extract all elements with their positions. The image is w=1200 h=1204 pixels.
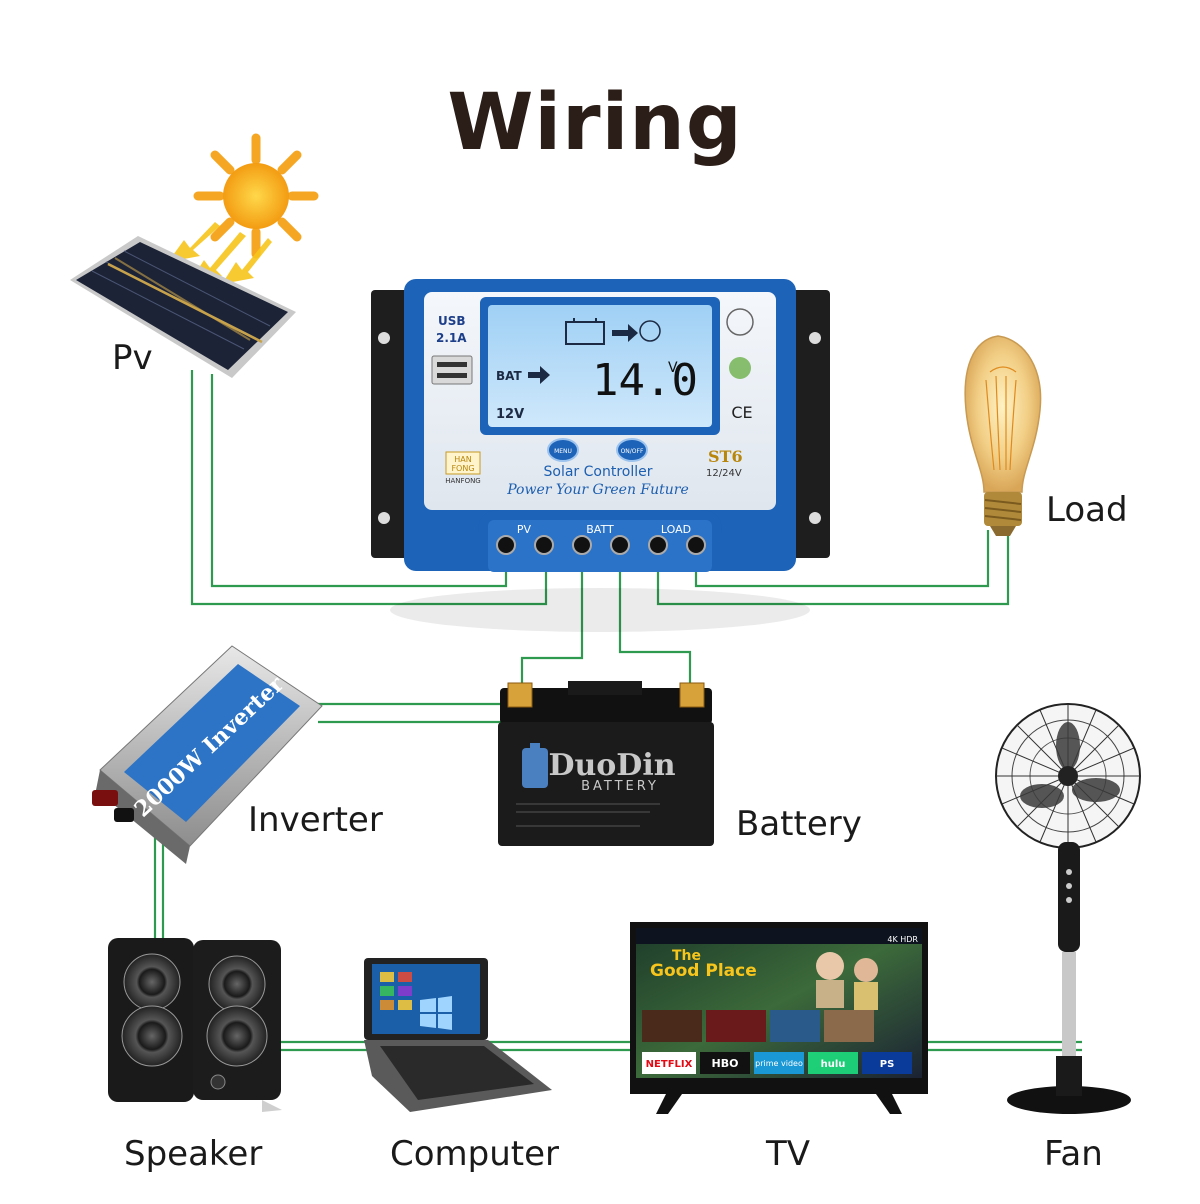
page-title: Wiring bbox=[447, 78, 743, 168]
usb-current-label: 2.1A bbox=[436, 331, 467, 345]
battery-brand: DuoDin bbox=[548, 748, 675, 783]
lcd-system-voltage: 12V bbox=[496, 407, 524, 422]
battery-sub: BATTERY bbox=[581, 779, 659, 794]
controller-slogan: Power Your Green Future bbox=[506, 482, 689, 498]
battery-icon bbox=[565, 318, 605, 345]
onoff-button-label: ON/OFF bbox=[621, 448, 644, 455]
tv-label: TV bbox=[766, 1134, 811, 1174]
lcd-voltage-reading: 14.0 bbox=[592, 355, 698, 406]
load-label: Load bbox=[1046, 490, 1128, 530]
controller-model-voltage: 12/24V bbox=[706, 468, 742, 479]
terminal-screws bbox=[496, 535, 706, 555]
tv-icon: The Good Place 4K HDR NETFLIX HBO prime … bbox=[630, 922, 928, 1114]
solar-panel-icon bbox=[70, 236, 296, 378]
terminal-pv-label: PV bbox=[517, 523, 532, 536]
ce-mark: CE bbox=[731, 403, 752, 422]
tv-badge: 4K HDR bbox=[887, 935, 918, 944]
onoff-button bbox=[616, 438, 648, 462]
usb-label: USB bbox=[438, 314, 466, 328]
inverter-icon: 2000W Inverter bbox=[92, 645, 323, 864]
battery-unit: DuoDin BATTERY bbox=[498, 681, 714, 846]
lcd-voltage-unit: V bbox=[668, 360, 678, 376]
brand-logo-line1: HAN bbox=[454, 455, 471, 464]
controller-name: Solar Controller bbox=[544, 464, 653, 480]
battery-label: Battery bbox=[736, 804, 862, 844]
speaker-icon bbox=[108, 938, 282, 1112]
lcd-bat-label: BAT bbox=[496, 369, 523, 383]
tv-app-ps: PS bbox=[880, 1059, 895, 1070]
usb-port-icon bbox=[431, 355, 473, 385]
terminal-batt-label: BATT bbox=[586, 523, 614, 536]
fan-label: Fan bbox=[1044, 1134, 1103, 1174]
tv-app-tiles bbox=[642, 1052, 912, 1074]
solar-controller: PV BATT LOAD USB 2.1A BAT 14.0 V 12V MEN… bbox=[371, 279, 830, 632]
tv-show-title-line1: The bbox=[672, 948, 701, 964]
speaker-label: Speaker bbox=[124, 1134, 263, 1174]
inverter-label: Inverter bbox=[248, 800, 383, 840]
laptop-icon bbox=[364, 958, 552, 1112]
tv-app-netflix: NETFLIX bbox=[646, 1059, 693, 1070]
tv-app-hbo: HBO bbox=[712, 1057, 739, 1070]
tv-app-prime: prime video bbox=[755, 1059, 803, 1068]
pv-label: Pv bbox=[112, 338, 153, 378]
tv-app-hulu: hulu bbox=[821, 1059, 846, 1070]
brand-name: HANFONG bbox=[445, 477, 481, 485]
computer-label: Computer bbox=[390, 1134, 560, 1174]
fan-icon bbox=[995, 703, 1141, 1114]
controller-model: ST6 bbox=[708, 447, 743, 466]
tv-show-title-line2: Good Place bbox=[650, 961, 757, 981]
light-bulb-icon bbox=[964, 335, 1042, 536]
terminal-load-label: LOAD bbox=[661, 523, 691, 536]
brand-logo-line2: FONG bbox=[451, 464, 474, 473]
menu-button-label: MENU bbox=[554, 448, 572, 455]
menu-button bbox=[547, 438, 579, 462]
